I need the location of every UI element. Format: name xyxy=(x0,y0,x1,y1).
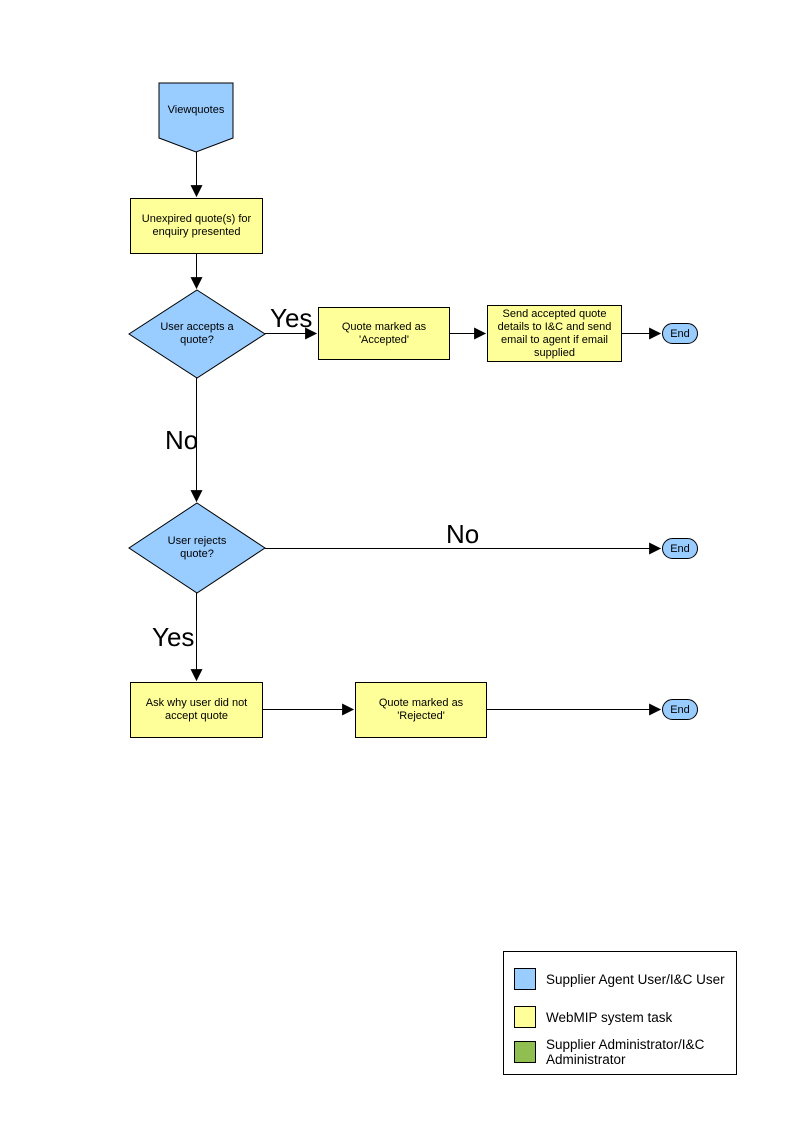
start-node-label: Viewquotes xyxy=(167,103,225,116)
edge-label-accept-no: No xyxy=(165,425,199,455)
start-shape xyxy=(158,82,234,153)
legend-label-supplier-agent-user: Supplier Agent User/I&C User xyxy=(546,972,725,987)
legend-swatch-webmip-system-task xyxy=(514,1006,536,1028)
process-ask-why: Ask why user did not accept quote xyxy=(130,682,263,738)
edge-label-reject-no: No xyxy=(446,519,480,549)
legend-label-webmip-system-task: WebMIP system task xyxy=(546,1010,673,1025)
end-node-accept: End xyxy=(662,323,698,344)
edge-label-accept-yes: Yes xyxy=(270,303,313,333)
legend-label-supplier-administrator: Supplier Administrator/I&C Administrator xyxy=(546,1037,705,1067)
legend-box: Supplier Agent User/I&C User WebMIP syst… xyxy=(503,951,737,1075)
legend-swatch-supplier-agent-user xyxy=(514,968,536,990)
decision-accepts-label: User accepts a quote? xyxy=(160,321,234,346)
process-quote-rejected: Quote marked as 'Rejected' xyxy=(355,682,487,738)
process-quote-accepted: Quote marked as 'Accepted' xyxy=(318,307,450,360)
decision-rejects-label: User rejects quote? xyxy=(167,535,227,560)
edge-label-reject-yes: Yes xyxy=(152,622,195,652)
legend-swatch-supplier-administrator xyxy=(514,1041,536,1063)
end-node-reject-no: End xyxy=(662,538,698,559)
end-node-rejected: End xyxy=(662,699,698,720)
process-send-details: Send accepted quote details to I&C and s… xyxy=(487,305,622,362)
process-unexpired-quotes: Unexpired quote(s) for enquiry presented xyxy=(130,198,263,254)
